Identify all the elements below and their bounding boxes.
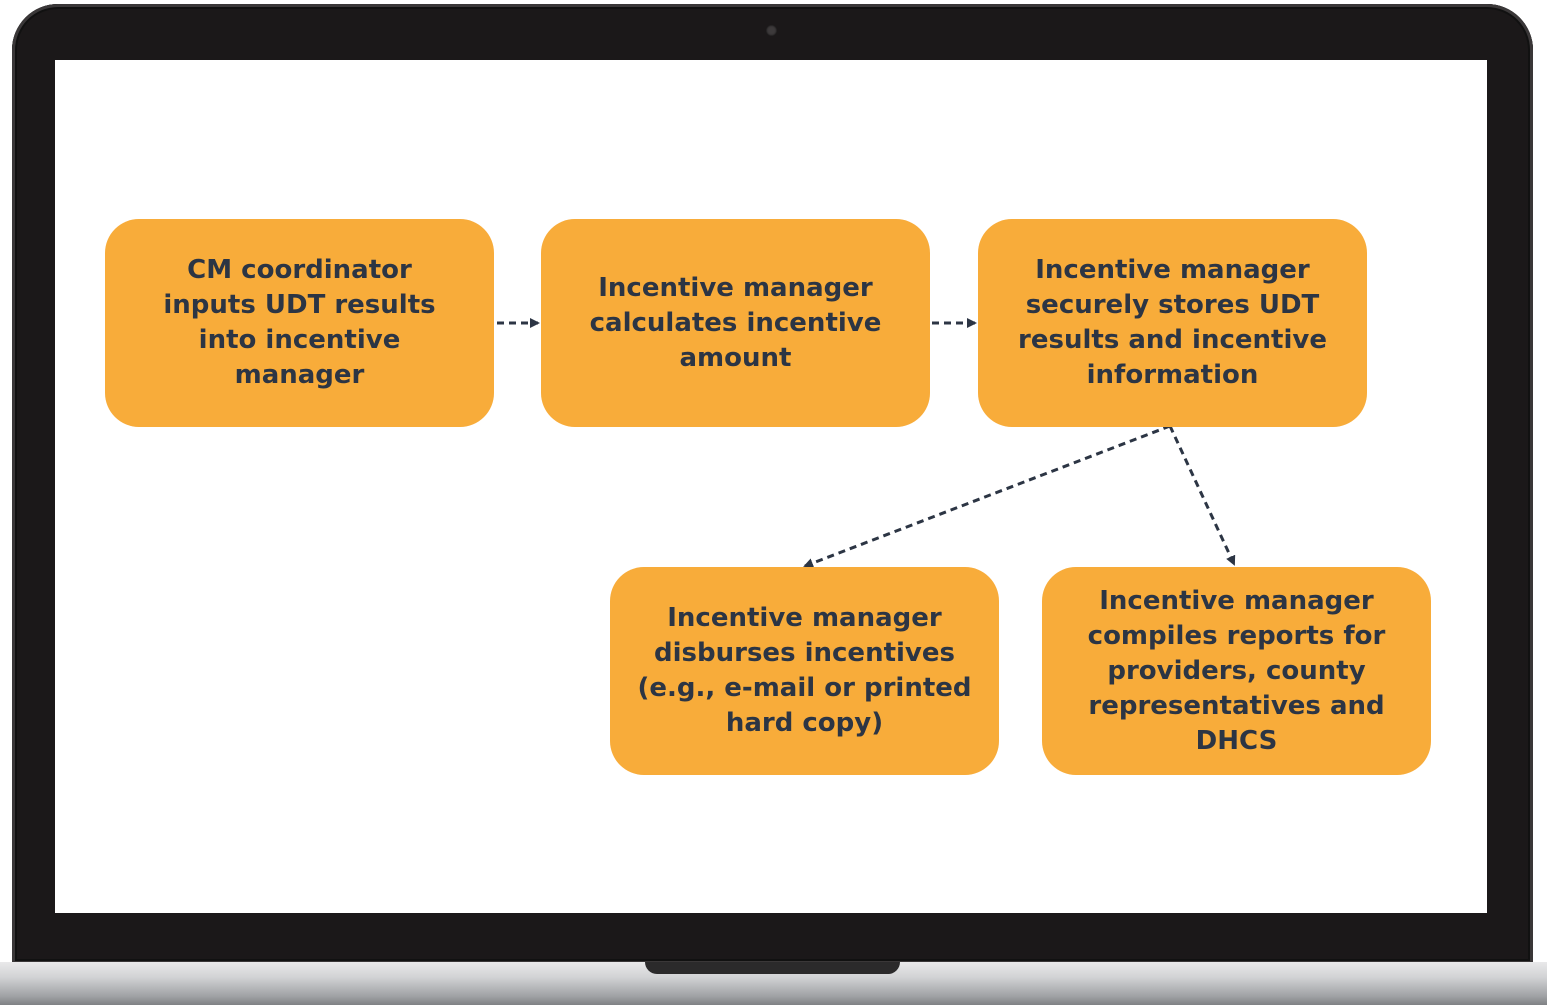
- webcam-icon: [766, 25, 777, 36]
- node-cm-coordinator-inputs: CM coordinator inputs UDT results into i…: [105, 219, 494, 427]
- node-label: Incentive manager securely stores UDT re…: [1018, 255, 1327, 390]
- arrow-n3-to-n5: [1168, 425, 1236, 566]
- node-calculates-incentive: Incentive manager calculates incentive a…: [541, 219, 930, 427]
- node-label: Incentive manager disburses incentives (…: [637, 603, 972, 738]
- arrow-n3-to-n4: [803, 424, 1171, 568]
- node-stores-results: Incentive manager securely stores UDT re…: [978, 219, 1367, 427]
- node-label: CM coordinator inputs UDT results into i…: [163, 255, 436, 390]
- node-label: Incentive manager calculates incentive a…: [589, 272, 882, 373]
- node-disburses-incentives: Incentive manager disburses incentives (…: [610, 567, 999, 775]
- laptop-hinge-notch: [645, 962, 900, 974]
- node-label: Incentive manager compiles reports for p…: [1087, 585, 1386, 756]
- node-compiles-reports: Incentive manager compiles reports for p…: [1042, 567, 1431, 775]
